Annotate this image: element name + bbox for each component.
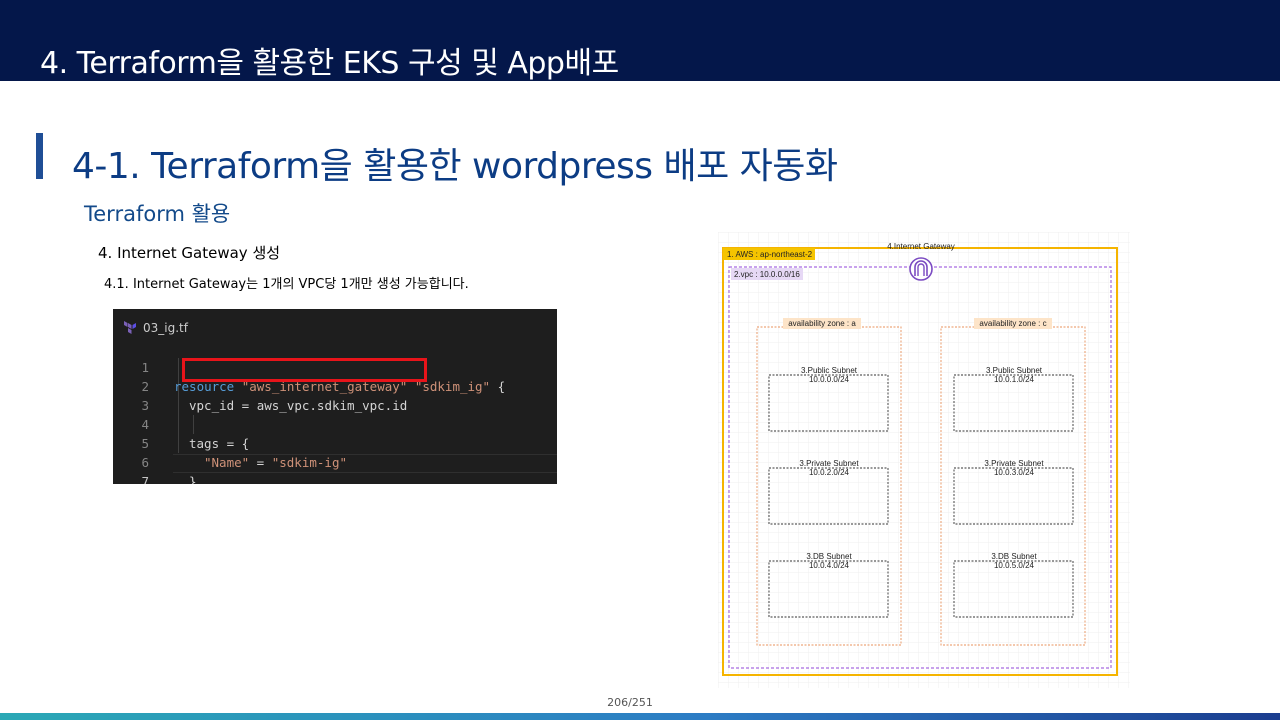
indent-guide: [178, 358, 179, 453]
zone-label-bg: [783, 318, 861, 329]
header-title: 4. Terraform을 활용한 EKS 구성 및 App배포: [40, 46, 619, 81]
line-number: 7: [141, 474, 149, 484]
private-subnet-box: [768, 467, 889, 525]
code-text: {: [490, 379, 506, 394]
subnet-cidr: 10.0.5.0/24: [994, 561, 1035, 570]
public-subnet-box: [953, 374, 1074, 432]
step-heading: 4. Internet Gateway 생성: [98, 244, 281, 262]
indent-guide: [193, 415, 194, 434]
db-subnet-box: [953, 560, 1074, 618]
line-number: 3: [141, 398, 149, 413]
private-subnet-box: [953, 467, 1074, 525]
code-string: "aws_internet_gateway": [241, 379, 415, 394]
step-description: 4.1. Internet Gateway는 1개의 VPC당 1개만 생성 가…: [104, 277, 469, 292]
subnet-name: 3.DB Subnet: [991, 552, 1037, 561]
internet-gateway-icon: [909, 257, 933, 281]
subtitle: Terraform 활용: [84, 202, 231, 226]
header-bar: 4. Terraform을 활용한 EKS 구성 및 App배포: [0, 0, 1280, 81]
file-tab: 03_ig.tf: [123, 319, 188, 337]
subnet-cidr: 10.0.1.0/24: [994, 375, 1035, 384]
code-keyword: resource: [174, 379, 242, 394]
code-string: "Name": [204, 455, 250, 470]
diagram-grid: [718, 232, 1130, 688]
line-number: 6: [141, 455, 149, 470]
code-line: 1 resource "aws_internet_gateway" "sdkim…: [113, 339, 557, 394]
subnet-cidr: 10.0.2.0/24: [809, 468, 850, 477]
code-line: 5 "Name" = "sdkim-ig": [113, 415, 557, 470]
vpc-label: 2.vpc : 10.0.0.0/16: [734, 270, 800, 279]
zone-label-bg: [974, 318, 1052, 329]
code-string: "sdkim-ig": [271, 455, 347, 470]
igw-label: 4.Internet Gateway: [887, 242, 955, 251]
terraform-icon: [124, 321, 136, 334]
section-accent-bar: [36, 133, 43, 179]
code-string: "sdkim_ig": [414, 379, 491, 394]
zone-label: availability zone : a: [788, 319, 856, 328]
code-editor-screenshot: 03_ig.tf 1 resource "aws_internet_gatewa…: [113, 309, 557, 484]
subnet-cidr: 10.0.4.0/24: [809, 561, 850, 570]
subnet-cidr: 10.0.3.0/24: [994, 468, 1035, 477]
aws-architecture-diagram: 1. AWS : ap-northeast-2 2.vpc : 10.0.0.0…: [718, 232, 1130, 688]
code-line: 7 }: [113, 453, 557, 484]
code-text: =: [249, 455, 272, 470]
subnet-name: 3.Private Subnet: [799, 459, 859, 468]
footer-bar: [0, 713, 1280, 720]
page-number: 206/251: [607, 696, 653, 709]
code-text: tags = {: [189, 436, 250, 451]
aws-region-label-bg: [723, 248, 815, 260]
db-subnet-box: [768, 560, 889, 618]
current-line-highlight: [173, 454, 557, 473]
subnet-name: 3.Public Subnet: [801, 366, 858, 375]
line-number: 4: [141, 417, 149, 432]
code-text: }: [189, 474, 197, 484]
section-title: 4-1. Terraform을 활용한 wordpress 배포 자동화: [72, 146, 838, 187]
code-line: 3: [113, 377, 557, 413]
subnet-cidr: 10.0.0.0/24: [809, 375, 850, 384]
aws-region-box: [722, 247, 1118, 676]
code-line: 6 }: [113, 434, 557, 484]
highlight-box: [182, 358, 427, 382]
vpc-label-bg: [731, 268, 803, 280]
subnet-name: 3.Public Subnet: [986, 366, 1043, 375]
code-line: 2 vpc_id = aws_vpc.sdkim_vpc.id: [113, 358, 557, 413]
code-line: 4 tags = {: [113, 396, 557, 451]
public-subnet-box: [768, 374, 889, 432]
subnet-name: 3.Private Subnet: [984, 459, 1044, 468]
subnet-name: 3.DB Subnet: [806, 552, 852, 561]
zone-label: availability zone : c: [979, 319, 1046, 328]
code-text: vpc_id = aws_vpc.sdkim_vpc.id: [189, 398, 408, 413]
file-name: 03_ig.tf: [143, 321, 188, 335]
line-number: 2: [141, 379, 149, 394]
aws-region-label: 1. AWS : ap-northeast-2: [727, 250, 813, 259]
line-number: 5: [141, 436, 149, 451]
line-number: 1: [141, 360, 149, 375]
